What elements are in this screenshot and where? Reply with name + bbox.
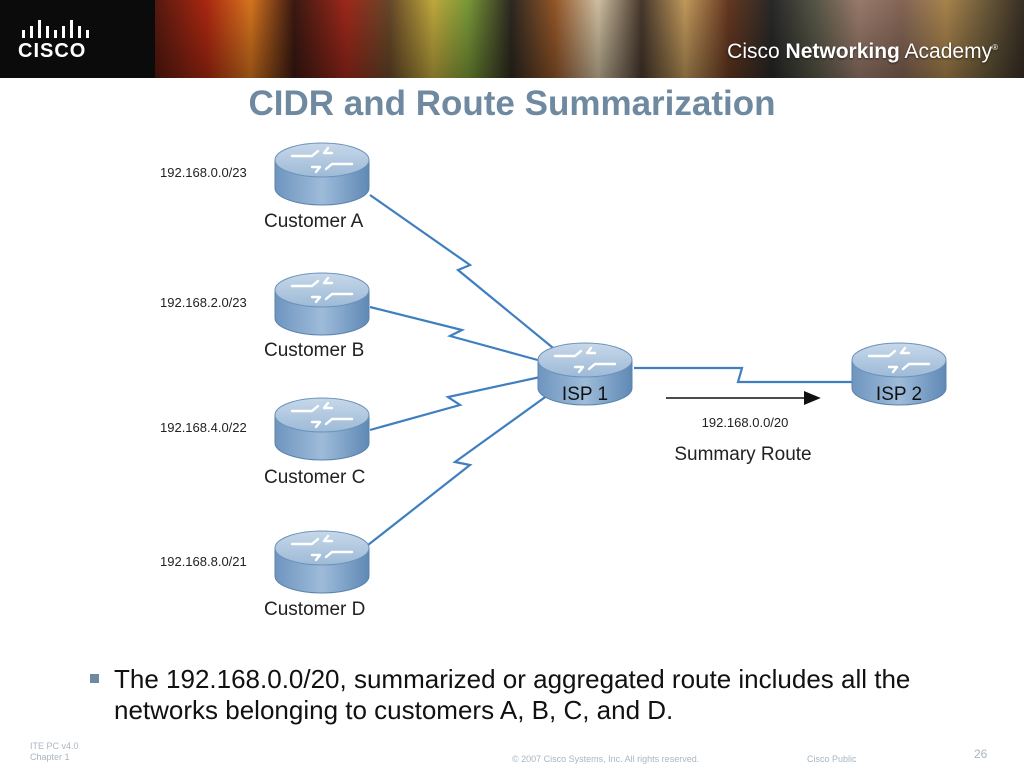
router-isp2-icon — [851, 342, 947, 406]
link-customer-a-isp1 — [369, 194, 559, 353]
summary-route-label: Summary Route — [674, 444, 811, 465]
isp1-label: ISP 1 — [562, 384, 608, 405]
customer-a-network: 192.168.0.0/23 — [160, 165, 247, 180]
bullet-text: The 192.168.0.0/20, summarized or aggreg… — [114, 664, 911, 725]
customer-d-label: Customer D — [264, 599, 365, 620]
router-isp1-icon — [537, 342, 633, 406]
customer-c-label: Customer C — [264, 467, 365, 488]
customer-d-network: 192.168.8.0/21 — [160, 554, 247, 569]
footer-course: ITE PC v4.0 Chapter 1 — [30, 741, 79, 762]
customer-b-network: 192.168.2.0/23 — [160, 295, 247, 310]
header-banner: CISCO Cisco Networking Academy® — [0, 0, 1024, 78]
routers — [274, 142, 947, 594]
links — [367, 194, 852, 546]
customer-a-label: Customer A — [264, 211, 364, 232]
bullet-square-icon — [90, 674, 99, 683]
customer-c-network: 192.168.4.0/22 — [160, 420, 247, 435]
page-number: 26 — [974, 747, 988, 761]
cisco-bridge-icon — [22, 20, 89, 38]
link-isp1-isp2 — [634, 366, 852, 384]
router-customer-a-icon — [274, 142, 370, 206]
footer-classification: Cisco Public — [807, 754, 857, 764]
router-customer-d-icon — [274, 530, 370, 594]
slide-title: CIDR and Route Summarization — [248, 84, 776, 123]
footer-copyright: © 2007 Cisco Systems, Inc. All rights re… — [512, 754, 700, 764]
isp2-label: ISP 2 — [876, 384, 922, 405]
router-customer-b-icon — [274, 272, 370, 336]
link-customer-c-isp1 — [369, 374, 546, 432]
link-customer-b-isp1 — [369, 305, 546, 364]
bullet-point: The 192.168.0.0/20, summarized or aggreg… — [90, 664, 970, 726]
cisco-logo: CISCO — [0, 0, 155, 78]
summary-network-label: 192.168.0.0/20 — [702, 415, 789, 430]
router-customer-c-icon — [274, 397, 370, 461]
header-photo-strip — [155, 0, 1024, 78]
link-customer-d-isp1 — [367, 389, 556, 546]
networking-academy-brand: Cisco Networking Academy® — [727, 40, 998, 63]
cisco-wordmark: CISCO — [18, 40, 87, 62]
customer-b-label: Customer B — [264, 340, 364, 361]
